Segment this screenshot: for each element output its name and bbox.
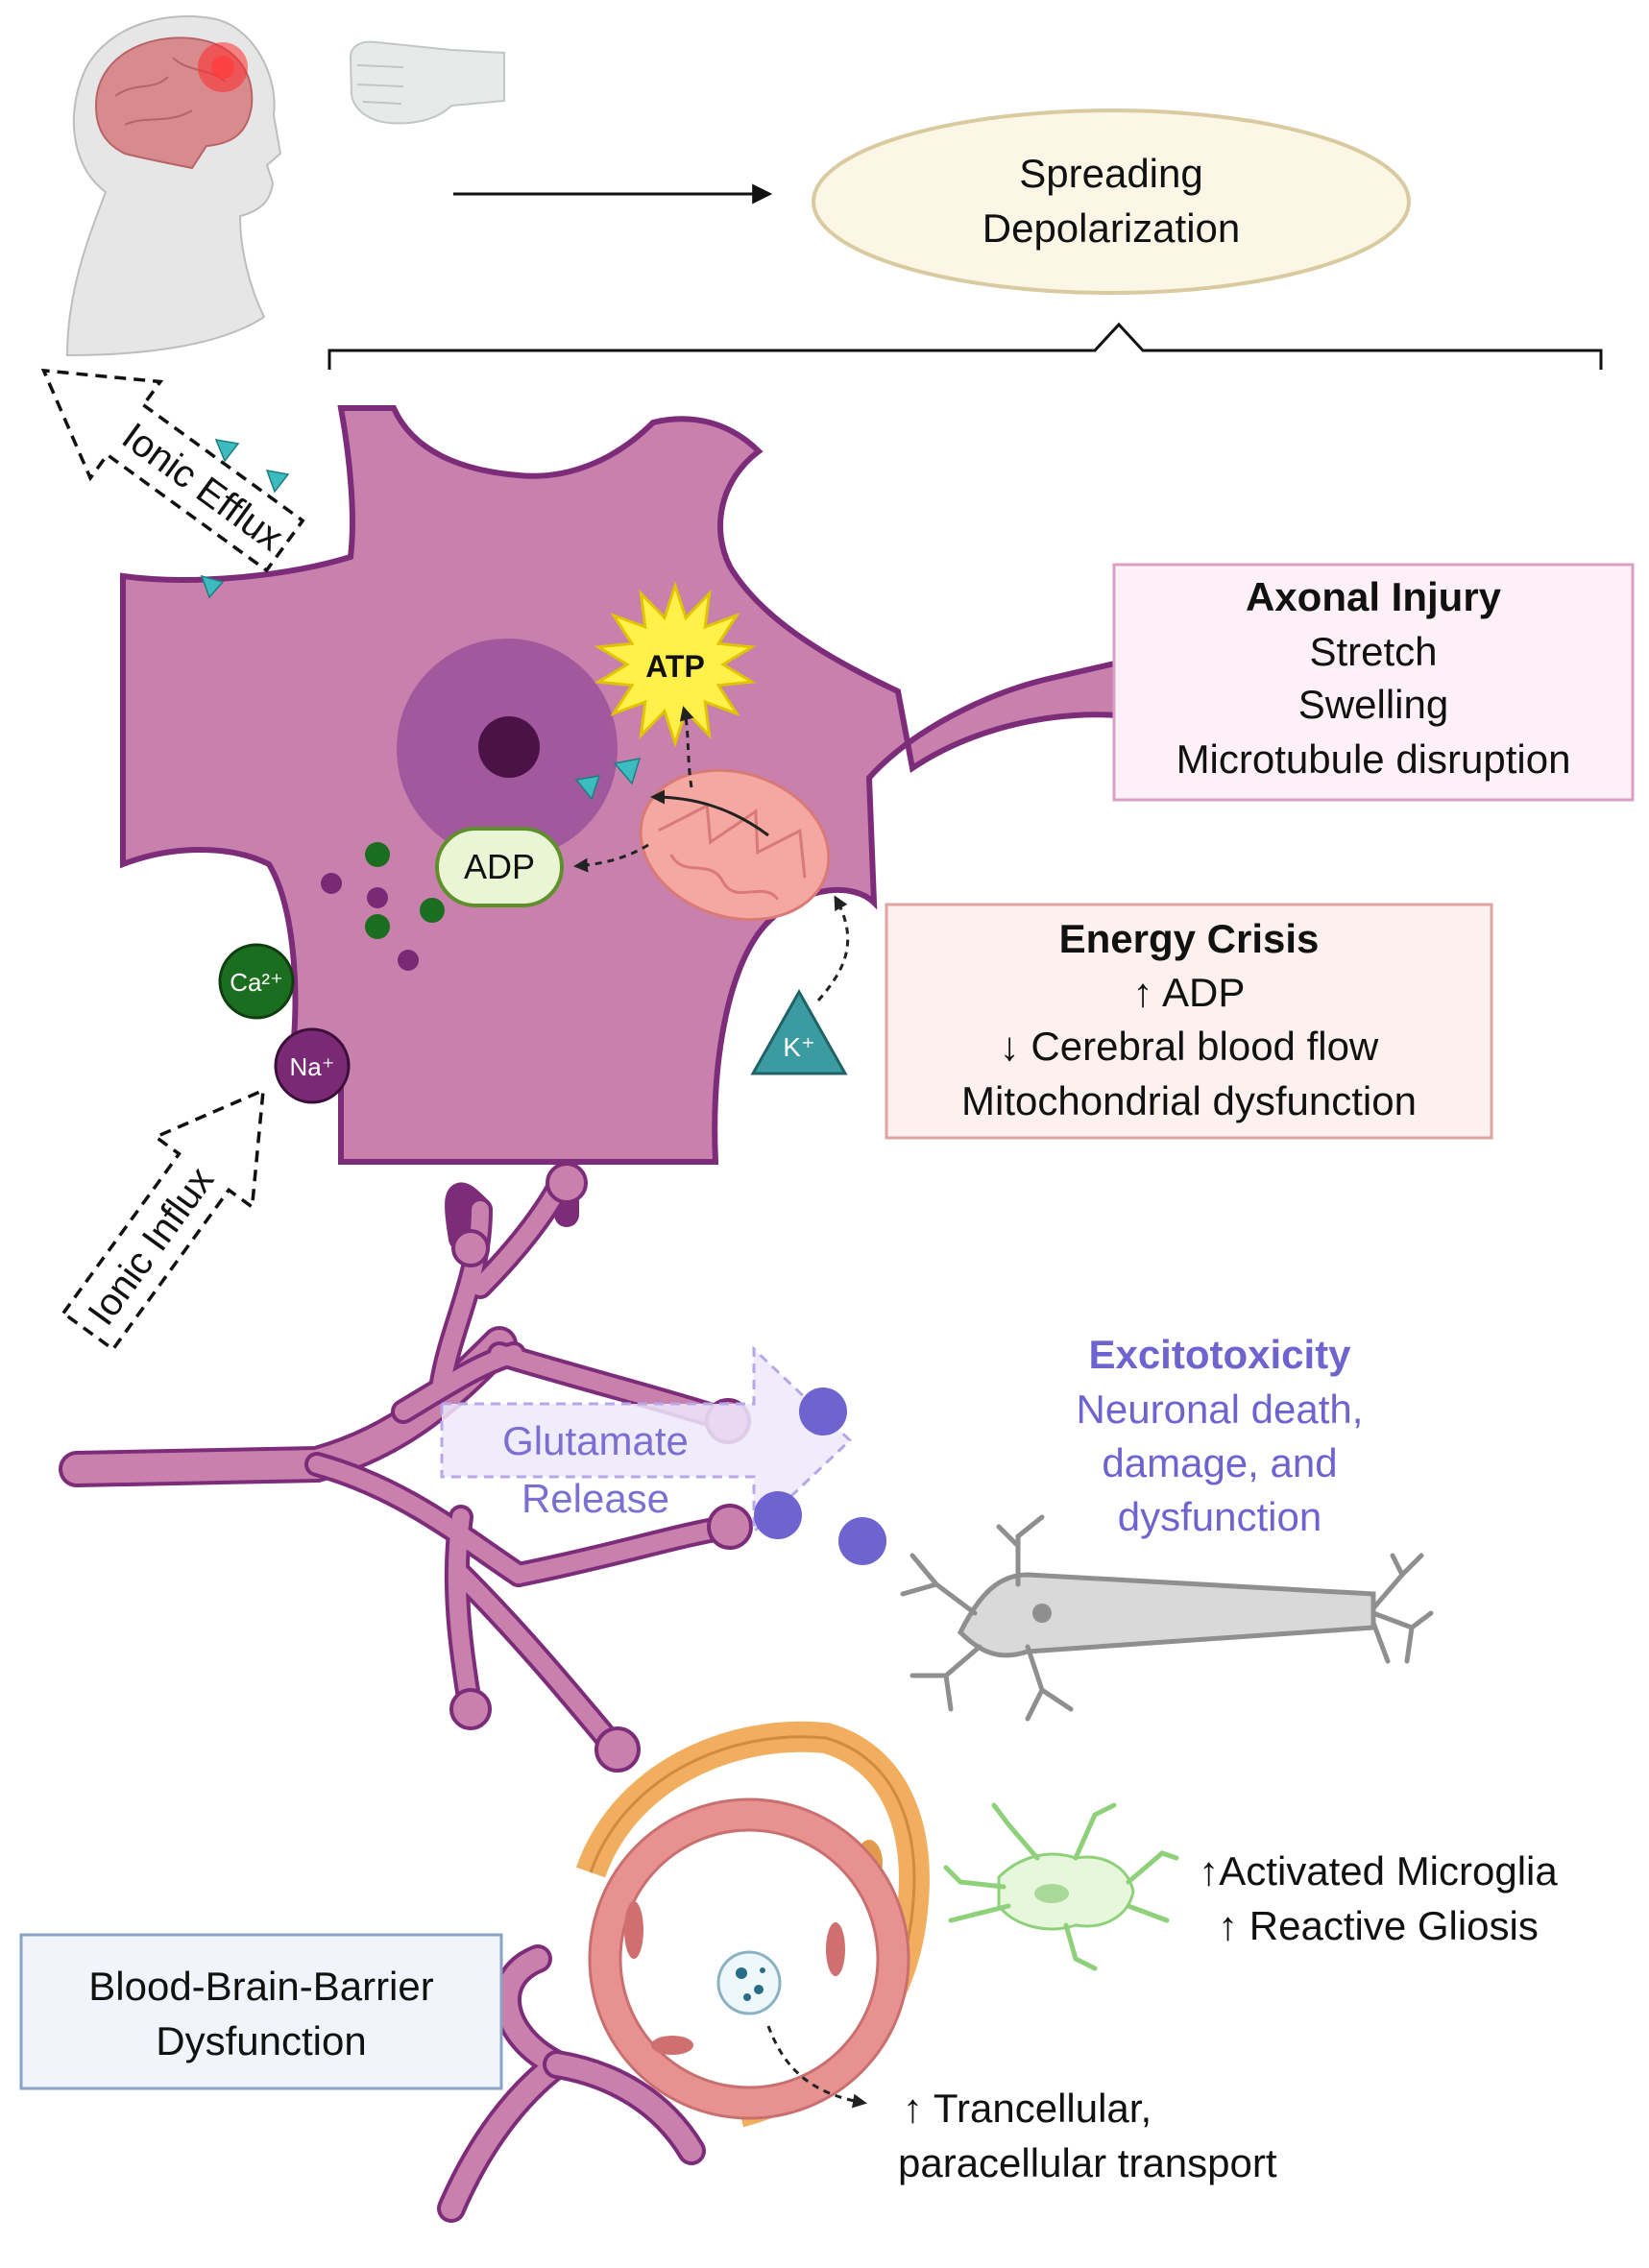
- energy-crisis-heading: Energy Crisis: [1059, 916, 1320, 961]
- glutamate-release-arrow: Glutamate Release: [440, 1345, 853, 1535]
- spreading-depolarization-oval: Spreading Depolarization: [812, 109, 1411, 295]
- energy-item-3: Mitochondrial dysfunction: [961, 1078, 1417, 1123]
- energy-item-2: ↓ Cerebral blood flow: [1000, 1024, 1379, 1069]
- glutamate-molecules: [754, 1387, 886, 1565]
- excitotoxicity-line3: dysfunction: [1118, 1494, 1322, 1539]
- mito-internal-arrow: [650, 789, 769, 837]
- microglia-line2: ↑ Reactive Gliosis: [1218, 1903, 1539, 1948]
- transport-arrow: [766, 2025, 867, 2109]
- transport-line2: paracellular transport: [898, 2140, 1277, 2185]
- transport-line1: ↑ Trancellular,: [903, 2086, 1152, 2131]
- sodium-ion: Na⁺: [274, 1027, 351, 1104]
- excitotoxicity-line1: Neuronal death,: [1077, 1387, 1364, 1432]
- potassium-ion: K⁺: [750, 988, 848, 1075]
- microglia-text: ↑Activated Microglia ↑ Reactive Gliosis: [1199, 1848, 1558, 1948]
- bbb-line1: Blood-Brain-Barrier: [88, 1964, 433, 2009]
- axonal-injury-heading: Axonal Injury: [1246, 574, 1502, 619]
- bracket: [327, 322, 1603, 370]
- adp-pill: ADP: [435, 827, 564, 907]
- atp-label: ATP: [645, 649, 705, 684]
- neuron-body: [120, 405, 1122, 1165]
- ionic-efflux-arrow: Ionic Efflux: [40, 368, 305, 573]
- axonal-item-1: Stretch: [1309, 629, 1437, 674]
- bbb-line2: Dysfunction: [156, 2018, 366, 2063]
- oval-line2: Depolarization: [982, 205, 1241, 251]
- damaged-neuron-icon: [900, 1514, 1434, 1722]
- glutamate-line1: Glutamate: [502, 1418, 689, 1463]
- energy-item-1: ↑ ADP: [1133, 970, 1246, 1015]
- excitotoxicity-heading: Excitotoxicity: [1088, 1332, 1351, 1377]
- ionic-influx-arrow: Ionic Influx: [61, 1087, 266, 1352]
- bbb-dysfunction-box: Blood-Brain-Barrier Dysfunction: [19, 1933, 503, 2090]
- calcium-ion: Ca²⁺: [218, 943, 295, 1020]
- intracellular-ions: [321, 842, 445, 971]
- mitochondrion: [639, 768, 831, 922]
- microglia-icon: [943, 1802, 1179, 1971]
- microglia-line1: ↑Activated Microglia: [1199, 1848, 1558, 1894]
- ionic-efflux-label: Ionic Efflux: [114, 415, 291, 559]
- energy-crisis-box: Energy Crisis ↑ ADP ↓ Cerebral blood flo…: [885, 903, 1493, 1140]
- blood-cell: [716, 1950, 782, 2015]
- transport-text: ↑ Trancellular, paracellular transport: [898, 2086, 1277, 2185]
- calcium-label: Ca²⁺: [230, 968, 283, 997]
- glutamate-line2: Release: [521, 1476, 669, 1521]
- excitotoxicity-text: Excitotoxicity Neuronal death, damage, a…: [1077, 1332, 1364, 1539]
- axonal-injury-box: Axonal Injury Stretch Swelling Microtubu…: [1112, 563, 1635, 802]
- oval-line1: Spreading: [1019, 151, 1202, 196]
- sodium-label: Na⁺: [290, 1052, 335, 1081]
- axon-terminal: [59, 1169, 742, 1760]
- blood-vessel: [575, 1721, 930, 2128]
- potassium-label: K⁺: [783, 1032, 814, 1062]
- head-illustration: [65, 15, 282, 357]
- fist-illustration: [349, 40, 505, 125]
- atp-burst: ATP: [594, 581, 757, 748]
- excitotoxicity-line2: damage, and: [1102, 1440, 1337, 1485]
- adp-label: ADP: [464, 847, 535, 886]
- axonal-item-3: Microtubule disruption: [1176, 736, 1571, 782]
- ionic-influx-label: Ionic Influx: [80, 1160, 222, 1334]
- mito-to-atp-arrow: [679, 706, 694, 788]
- mito-to-adp-arrow: [573, 843, 649, 873]
- efflux-ions: [200, 439, 642, 801]
- axonal-item-2: Swelling: [1298, 682, 1448, 727]
- astrocyte-endfoot: [437, 1944, 706, 2223]
- nucleolus: [478, 716, 540, 778]
- k-to-mito-arrow: [816, 895, 850, 1001]
